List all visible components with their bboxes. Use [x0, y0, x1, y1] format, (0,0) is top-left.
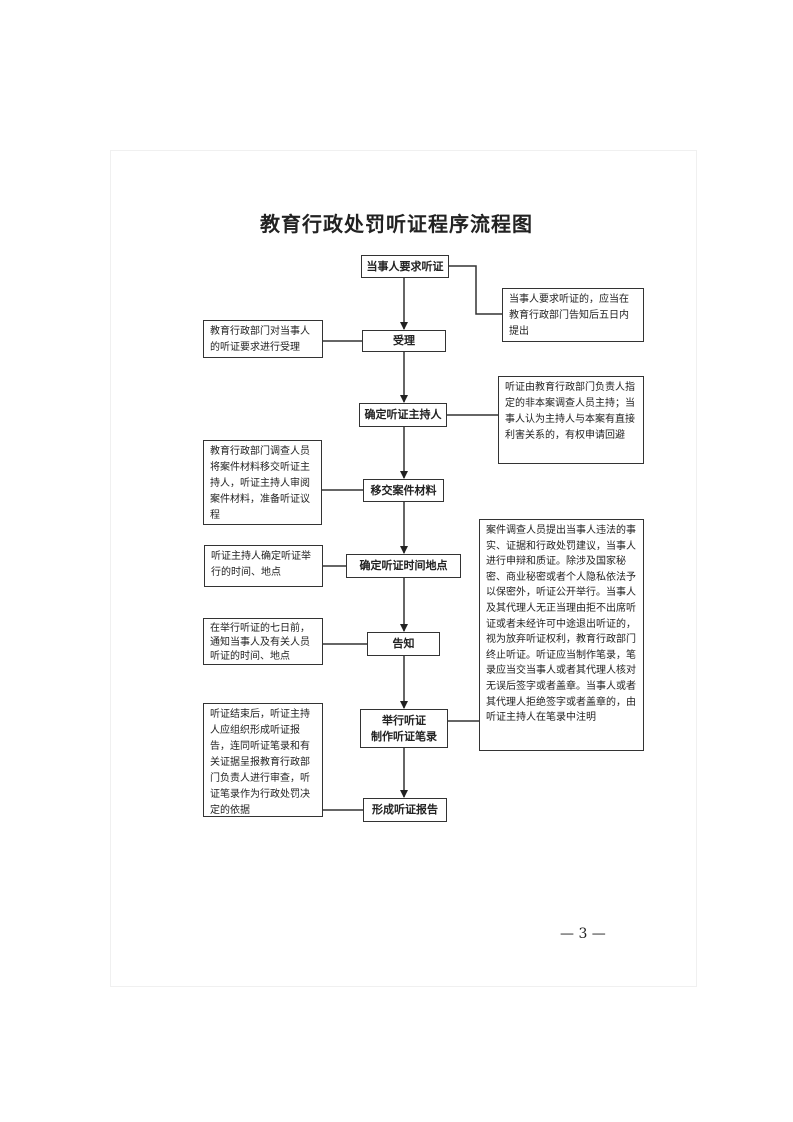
step-hold-hearing: 举行听证 制作听证笔录 [360, 709, 448, 748]
note-acceptance: 教育行政部门对当事人的听证要求进行受理 [203, 320, 323, 358]
note-request-deadline: 当事人要求听证的，应当在教育行政部门告知后五日内提出 [502, 288, 644, 342]
step-request-hearing: 当事人要求听证 [361, 255, 449, 278]
note-hearing: 案件调查人员提出当事人违法的事实、证据和行政处罚建议，当事人进行申辩和质证。除涉… [479, 519, 644, 751]
connector-r1 [449, 265, 502, 315]
step-set-time-place: 确定听证时间地点 [346, 554, 461, 578]
page-border [110, 150, 697, 987]
note-transfer: 教育行政部门调查人员将案件材料移交听证主持人，听证主持人审阅案件材料，准备听证议… [203, 440, 322, 525]
step-notify: 告知 [367, 632, 440, 656]
page-title: 教育行政处罚听证程序流程图 [260, 212, 533, 236]
step-form-report: 形成听证报告 [363, 798, 447, 822]
step-accept: 受理 [362, 330, 446, 352]
note-report: 听证结束后，听证主持人应组织形成听证报告，连同听证笔录和有关证据呈报教育行政部门… [203, 703, 323, 817]
page-number: — 3 — [560, 926, 606, 942]
note-notify: 在举行听证的七日前，通知当事人及有关人员听证的时间、地点 [203, 618, 323, 665]
note-host: 听证由教育行政部门负责人指定的非本案调查人员主持；当事人认为主持人与本案有直接利… [498, 376, 644, 464]
note-time-place: 听证主持人确定听证举行的时间、地点 [204, 545, 323, 587]
step-transfer-materials: 移交案件材料 [363, 479, 444, 502]
step-assign-host: 确定听证主持人 [359, 403, 447, 427]
